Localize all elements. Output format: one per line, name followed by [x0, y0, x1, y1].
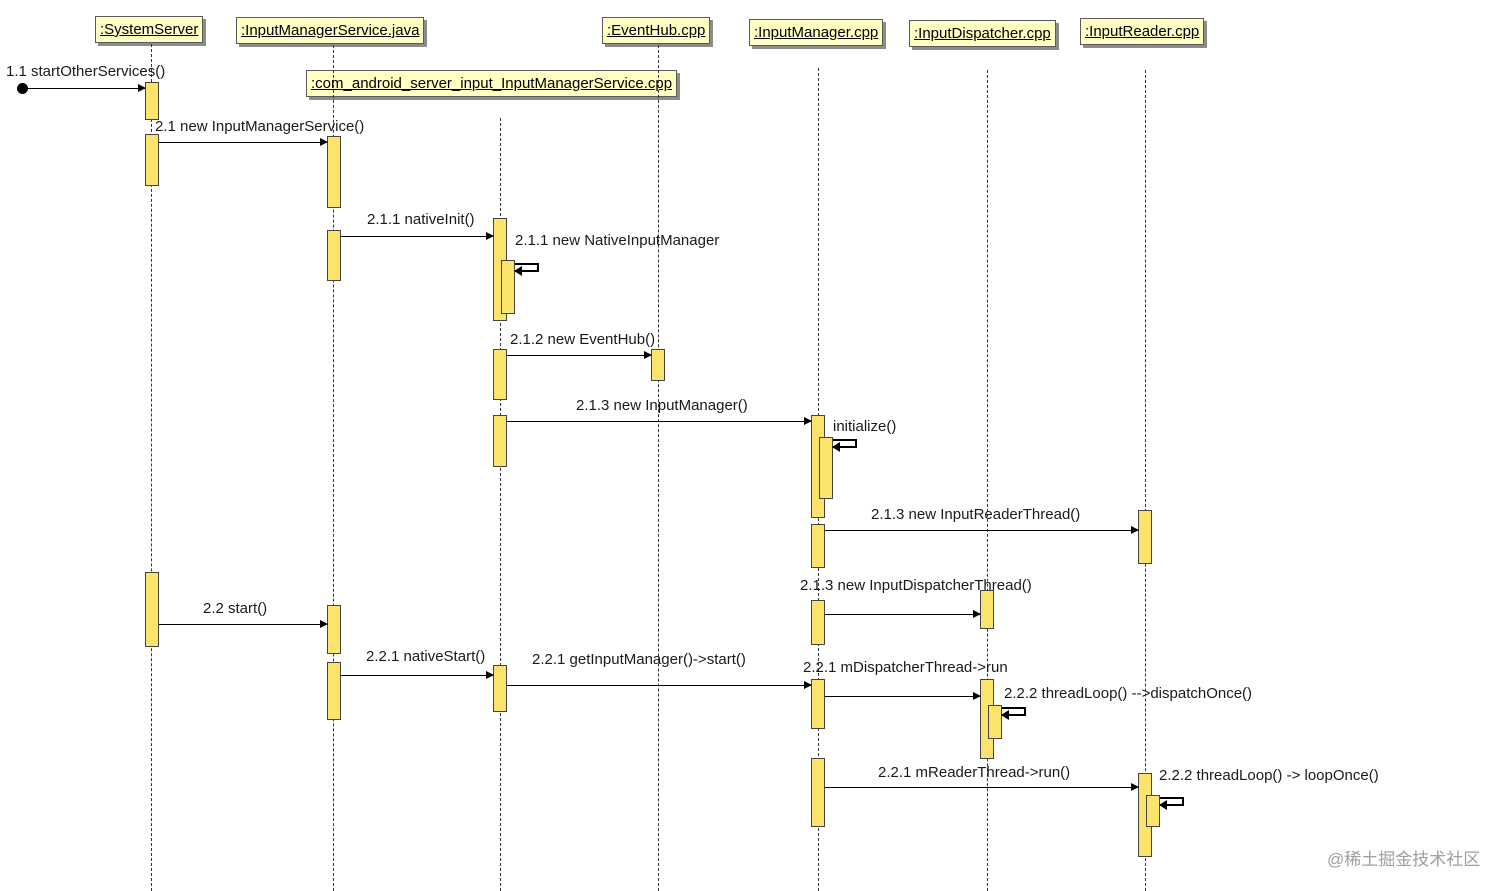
- message-arrow-2-1: [159, 138, 328, 146]
- activation-bar: [1146, 795, 1160, 827]
- activation-bar: [327, 136, 341, 208]
- message-label-2-1: 2.1 new InputManagerService(): [155, 118, 365, 135]
- message-label-2-1-2: 2.1.2 new EventHub(): [510, 331, 656, 348]
- message-label-2-1-1-native-init: 2.1.1 nativeInit(): [367, 211, 475, 228]
- lifeline-input-manager-service-jni: [500, 118, 501, 891]
- message-arrow-2-2-1-start: [507, 681, 812, 689]
- activation-bar: [327, 605, 341, 654]
- activation-bar: [811, 524, 825, 568]
- activation-bar: [145, 82, 159, 120]
- activation-bar: [493, 349, 507, 400]
- participant-input-dispatcher: :InputDispatcher.cpp: [909, 20, 1056, 47]
- activation-bar: [811, 758, 825, 827]
- message-arrow-2-1-2: [507, 351, 652, 359]
- activation-bar: [145, 572, 159, 647]
- participant-input-manager-service-java: :InputManagerService.java: [236, 17, 425, 44]
- self-call-arrow-dispatch-once: [1001, 707, 1026, 720]
- activation-bar: [493, 665, 507, 712]
- message-arrow-2-1-3-new-input-manager: [507, 417, 812, 425]
- participant-system-server: :SystemServer: [95, 16, 204, 43]
- self-call-arrow-initialize: [832, 439, 857, 452]
- lifeline-input-reader: [1145, 70, 1146, 891]
- lifeline-eventhub: [658, 45, 659, 891]
- activation-bar: [819, 437, 833, 499]
- activation-bar: [145, 134, 159, 186]
- message-arrow-2-1-3-new-input-dispatcher-thread: [825, 610, 981, 618]
- activation-bar: [811, 679, 825, 729]
- participant-input-manager-service-jni: :com_android_server_input_InputManagerSe…: [306, 70, 678, 97]
- message-label-2-2-1-reader-run: 2.2.1 mReaderThread->run(): [878, 764, 1071, 781]
- self-call-arrow-native-input-manager: [514, 263, 539, 276]
- message-label-1-1: 1.1 startOtherServices(): [6, 63, 166, 80]
- message-arrow-2-1-3-new-input-reader-thread: [825, 526, 1139, 534]
- activation-bar: [327, 662, 341, 720]
- activation-bar: [1138, 510, 1152, 564]
- message-arrow-2-2-1-dispatcher-run: [825, 692, 981, 700]
- message-label-2-2-1-native-start: 2.2.1 nativeStart(): [366, 648, 486, 665]
- activation-bar: [493, 415, 507, 467]
- lifeline-input-dispatcher: [987, 70, 988, 891]
- message-arrow-2-2-1-native-start: [341, 671, 494, 679]
- message-arrow-2-2-1-reader-run: [825, 783, 1139, 791]
- watermark: @稀土掘金技术社区: [1327, 850, 1481, 869]
- participant-input-manager: :InputManager.cpp: [749, 19, 884, 46]
- self-call-arrow-loop-once: [1159, 797, 1184, 810]
- lifeline-input-manager-service-java: [333, 45, 334, 891]
- message-arrow-2-1-1: [341, 232, 494, 240]
- entry-point-dot: [17, 83, 28, 94]
- message-label-2-2-2-loop-once: 2.2.2 threadLoop() -> loopOnce(): [1159, 767, 1379, 784]
- activation-bar: [988, 705, 1002, 739]
- message-label-2-1-3-new-input-dispatcher-thread: 2.1.3 new InputDispatcherThread(): [800, 577, 1032, 594]
- activation-bar: [651, 349, 665, 381]
- activation-bar: [811, 600, 825, 645]
- activation-bar: [327, 230, 341, 281]
- message-arrow-1-1: [23, 84, 146, 92]
- activation-bar: [980, 590, 994, 629]
- message-label-2-2-1-start: 2.2.1 getInputManager()->start(): [532, 651, 746, 668]
- message-label-2-1-1-new-native-input-manager: 2.1.1 new NativeInputManager: [515, 232, 720, 249]
- activation-bar: [501, 260, 515, 314]
- message-label-2-2: 2.2 start(): [203, 600, 268, 617]
- message-label-2-2-1-dispatcher-run: 2.2.1 mDispatcherThread->run: [803, 659, 1008, 676]
- lifeline-system-server: [151, 44, 152, 891]
- message-label-2-1-3-new-input-manager: 2.1.3 new InputManager(): [576, 397, 748, 414]
- message-label-2-2-2-dispatch-once: 2.2.2 threadLoop() -->dispatchOnce(): [1004, 685, 1253, 702]
- participant-input-reader: :InputReader.cpp: [1080, 18, 1205, 45]
- message-label-2-1-3-new-input-reader-thread: 2.1.3 new InputReaderThread(): [871, 506, 1081, 523]
- message-label-initialize: initialize(): [833, 418, 897, 435]
- participant-eventhub: :EventHub.cpp: [602, 17, 711, 44]
- message-arrow-2-2: [159, 620, 328, 628]
